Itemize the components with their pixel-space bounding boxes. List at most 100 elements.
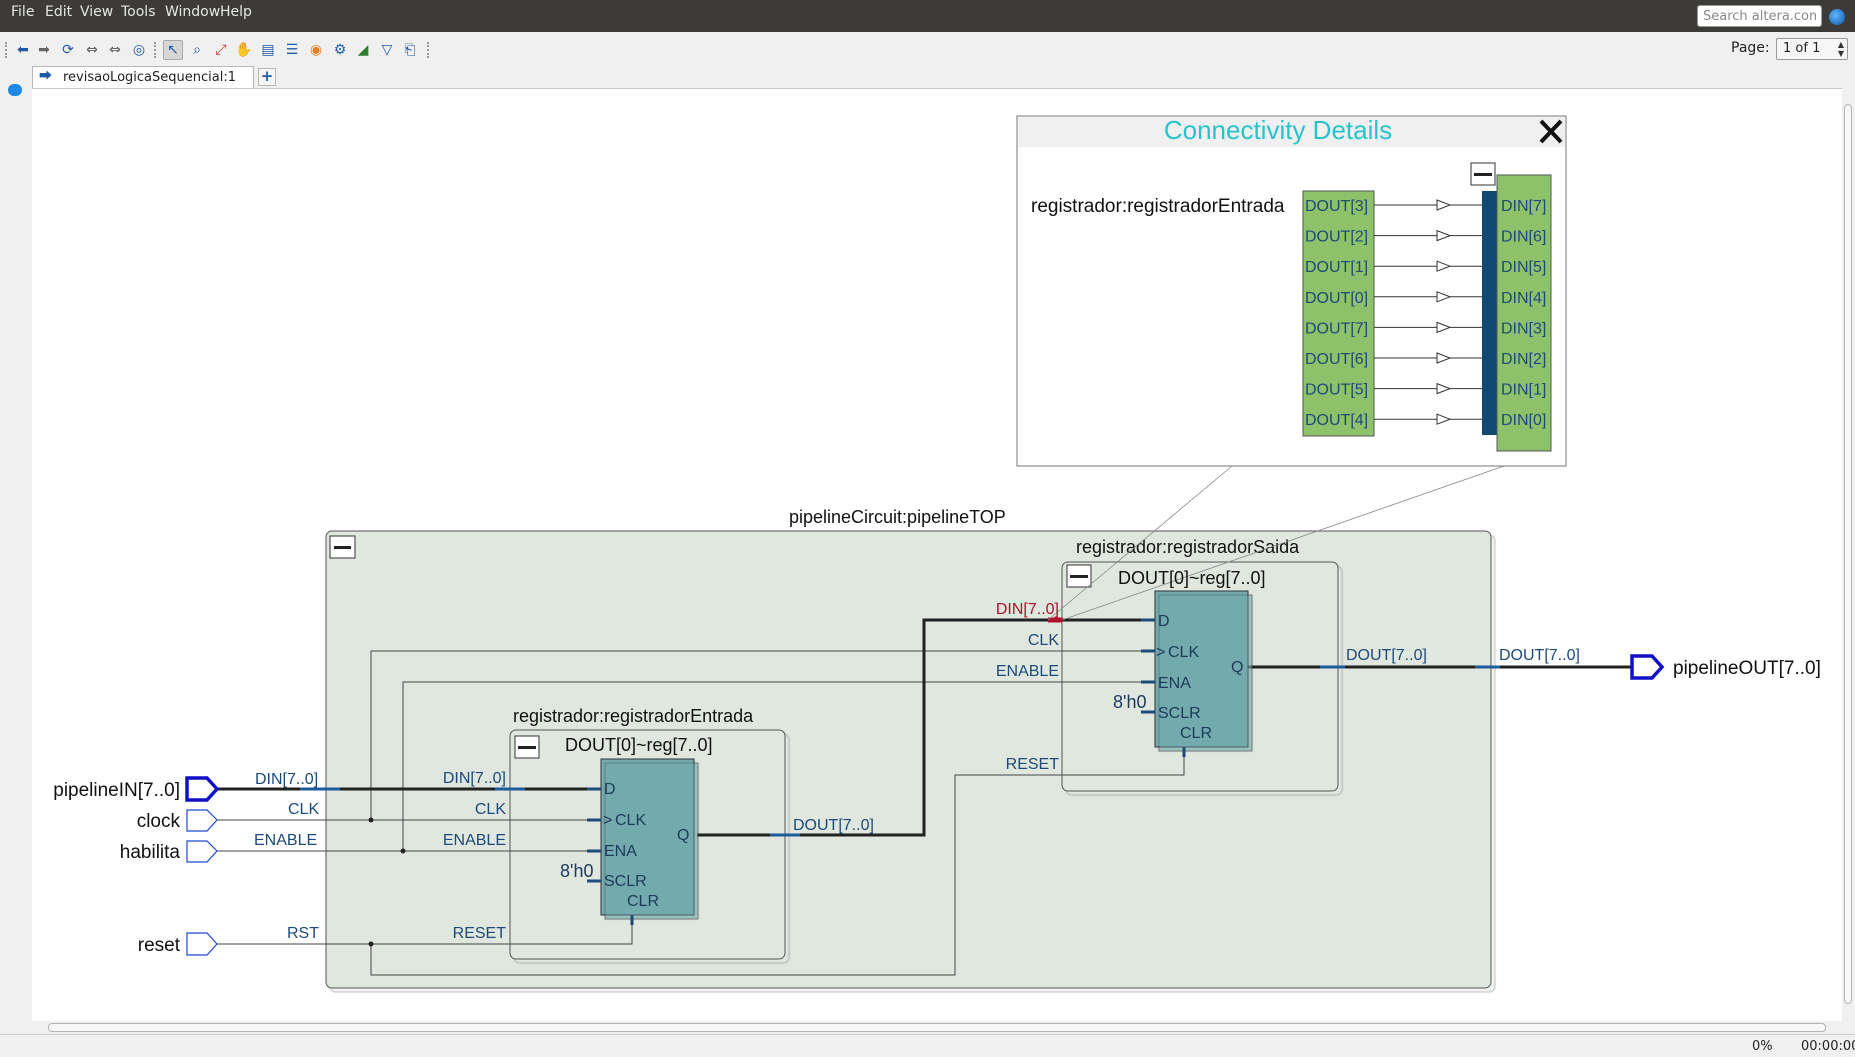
select-pointer-icon[interactable]: ↖ <box>163 40 183 60</box>
tab-label: revisaoLogicaSequencial:1 <box>63 70 236 85</box>
port-stubs <box>300 665 1500 837</box>
back-icon[interactable]: ⬅ <box>17 42 29 58</box>
binoculars-icon[interactable]: ◎ <box>132 42 146 58</box>
tab-bar: ⮕ revisaoLogicaSequencial:1 + <box>30 66 1855 88</box>
dout-pin-label: DOUT[5] <box>1305 382 1368 399</box>
buffer-arrow-icon <box>1436 352 1452 364</box>
export-icon[interactable]: ⎗ <box>404 42 416 58</box>
saida-port-enable: ENABLE <box>996 663 1059 680</box>
paint-icon[interactable]: ◉ <box>309 42 323 58</box>
pin-habilita[interactable] <box>186 840 218 863</box>
input-label-pipelinein: pipelineIN[7..0] <box>53 780 180 801</box>
junction-dot <box>368 941 374 947</box>
top-block-label: pipelineCircuit:pipelineTOP <box>789 507 1006 527</box>
saida-register-title: DOUT[0]~reg[7..0] <box>1118 568 1266 588</box>
hand-icon[interactable]: ✋ <box>235 42 253 58</box>
pin-clock[interactable] <box>186 809 218 832</box>
menu-edit[interactable]: Edit <box>45 4 73 20</box>
menu-help[interactable]: Help <box>220 4 252 20</box>
schematic-canvas[interactable]: pipelineCircuit:pipelineTOP registrador:… <box>32 88 1842 1022</box>
spinner-icon[interactable]: ▲▼ <box>1837 40 1844 58</box>
din-pin-label: DIN[5] <box>1501 259 1546 276</box>
buffer-arrow-icon <box>1436 321 1452 334</box>
menu-window[interactable]: Window <box>165 4 221 20</box>
top-out-wire-label: DOUT[7..0] <box>1499 647 1580 664</box>
horizontal-scroll-thumb[interactable] <box>48 1023 1826 1032</box>
toolbar-grip[interactable] <box>5 42 10 58</box>
entrada-pin-sclr: SCLR <box>604 873 647 890</box>
callout-lines <box>1047 465 1505 621</box>
entrada-block-label: registrador:registradorEntrada <box>513 706 754 726</box>
connectivity-title: Connectivity Details <box>1164 115 1392 145</box>
expand-icon[interactable]: ⇔ <box>109 42 121 58</box>
menu-bar: File Edit View Tools Window Help <box>0 0 1855 32</box>
fit-icon[interactable]: ⤢ <box>215 42 227 58</box>
saida-port-reset: RESET <box>1006 756 1060 773</box>
connectivity-popup[interactable]: Connectivity Details registrador:registr… <box>1016 115 1567 467</box>
message-icon[interactable] <box>8 84 22 96</box>
saida-register[interactable] <box>1154 590 1249 748</box>
entrada-port-enable: ENABLE <box>443 832 506 849</box>
chart-icon[interactable]: ◢ <box>357 42 369 58</box>
page-select[interactable]: 1 of 1 ▲▼ <box>1776 38 1848 60</box>
wire-label-clk: CLK <box>288 801 319 818</box>
entrada-pin-ena: ENA <box>604 843 637 860</box>
entrada-collapse-glyph <box>518 746 536 749</box>
menu-file[interactable]: File <box>11 4 35 20</box>
din-pin-label: DIN[1] <box>1501 382 1546 399</box>
saida-pin-d: D <box>1158 613 1170 630</box>
page-select-value: 1 of 1 <box>1783 41 1821 56</box>
dout-pin-label: DOUT[6] <box>1305 351 1368 368</box>
close-icon[interactable] <box>1539 119 1563 144</box>
saida-pin-clk-caret: > <box>1156 644 1165 661</box>
refresh-icon[interactable]: ⟳ <box>62 42 74 58</box>
din-pin-label: DIN[4] <box>1501 290 1546 307</box>
pin-pipelinein[interactable] <box>185 776 220 802</box>
menu-tools[interactable]: Tools <box>121 4 156 20</box>
top-collapse-glyph <box>334 546 351 549</box>
saida-pin-clk: CLK <box>1168 644 1199 661</box>
pin-pipelineout[interactable] <box>1630 654 1665 680</box>
vertical-scroll-thumb[interactable] <box>1844 104 1852 1004</box>
saida-out-wire-label: DOUT[7..0] <box>1346 647 1427 664</box>
toolbar-grip-3 <box>427 42 432 58</box>
entrada-out-wire-label: DOUT[7..0] <box>793 817 874 834</box>
dout-pin-column <box>1302 190 1375 437</box>
menu-view[interactable]: View <box>80 4 114 20</box>
entrada-pin-clk: CLK <box>615 812 646 829</box>
pin-reset[interactable] <box>186 932 218 956</box>
connectivity-collapse-glyph <box>1474 173 1492 176</box>
status-bar: 0% 00:00:00 <box>0 1034 1855 1057</box>
entrada-pin-q: Q <box>677 827 689 844</box>
forward-icon[interactable]: ➡ <box>38 42 50 58</box>
hierarchy-icon[interactable]: ▤ <box>261 42 275 58</box>
entrada-port-reset: RESET <box>453 925 507 942</box>
dout-pin-label: DOUT[7] <box>1305 320 1368 337</box>
buffer-arrow-icon <box>1436 382 1452 395</box>
tab-schematic[interactable]: ⮕ revisaoLogicaSequencial:1 <box>32 66 254 88</box>
entrada-register-title: DOUT[0]~reg[7..0] <box>565 735 713 755</box>
zoom-icon[interactable]: ⌕ <box>193 42 201 58</box>
entrada-pin-clk-caret: > <box>603 812 612 829</box>
dout-pin-label: DOUT[1] <box>1305 259 1368 276</box>
add-tab-button[interactable]: + <box>258 68 276 86</box>
wire-label-rst: RST <box>287 925 319 942</box>
collapse-icon[interactable]: ⇔ <box>86 42 98 58</box>
saida-pin-ena: ENA <box>1158 675 1191 692</box>
din-pin-column <box>1496 174 1552 452</box>
gear-icon[interactable]: ⚙ <box>333 42 347 58</box>
search-input[interactable] <box>1697 5 1822 27</box>
din-pin-label: DIN[2] <box>1501 351 1546 368</box>
connectivity-rows: DOUT[3]DIN[7]DOUT[2]DIN[6]DOUT[1]DIN[5]D… <box>1305 198 1546 429</box>
netlist-icon[interactable]: ☰ <box>285 42 299 58</box>
buffer-arrow-icon <box>1436 229 1452 242</box>
entrada-register[interactable] <box>600 758 695 916</box>
dout-pin-label: DOUT[2] <box>1305 229 1368 246</box>
globe-icon[interactable] <box>1829 9 1845 25</box>
input-label-habilita: habilita <box>120 842 181 863</box>
progress-text: 0% <box>1752 1039 1773 1054</box>
entrada-register-shadow <box>604 762 699 920</box>
entrada-port-clk: CLK <box>475 801 506 818</box>
filter-icon[interactable]: ▽ <box>381 42 393 58</box>
dout-pin-label: DOUT[3] <box>1305 198 1368 215</box>
